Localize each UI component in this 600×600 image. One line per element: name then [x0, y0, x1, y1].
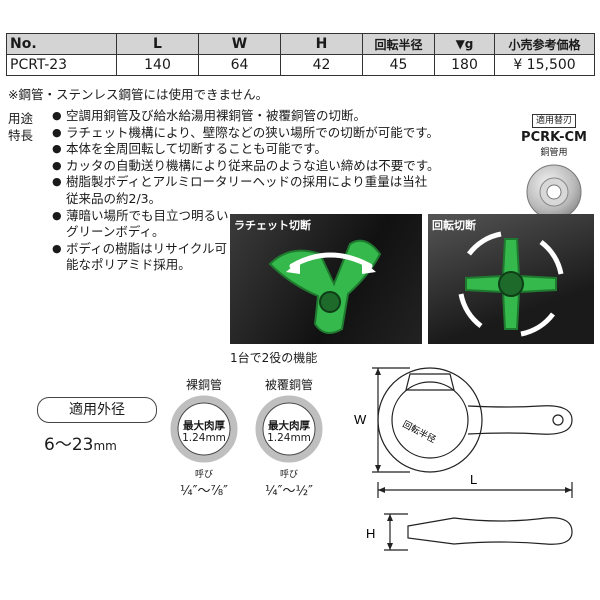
- col-radius: 回転半径: [362, 33, 435, 55]
- cell-model: PCRT-23: [6, 54, 117, 76]
- cell-l: 140: [116, 54, 199, 76]
- rotary-photo-label: 回転切断: [432, 219, 476, 232]
- od-range-value: 6～23: [44, 435, 94, 455]
- list-item: ラチェット機構により、壁際などの狭い場所での切断が可能です。: [52, 125, 512, 142]
- col-weight: ▼g: [434, 33, 495, 55]
- spec-header-row: No. L W H 回転半径 ▼g 小売参考価格: [6, 33, 595, 55]
- thickness-value: 1.24mm: [182, 432, 226, 444]
- blade-model: PCRK-CM: [521, 130, 587, 145]
- spec-table: No. L W H 回転半径 ▼g 小売参考価格 PCRT-23 140 64 …: [6, 33, 595, 76]
- thickness-value: 1.24mm: [267, 432, 311, 444]
- rotary-cutter-illustration: [458, 231, 564, 337]
- cell-radius: 45: [362, 54, 435, 76]
- col-l: L: [116, 33, 199, 55]
- pipe-ring-icon: [255, 395, 323, 463]
- cell-price: ¥ 15,500: [494, 54, 595, 76]
- spec-data-row: PCRT-23 140 64 42 45 180 ¥ 15,500: [6, 54, 595, 76]
- cell-weight: 180: [434, 54, 495, 76]
- col-h: H: [280, 33, 363, 55]
- thickness-label: 最大肉厚: [268, 420, 310, 432]
- call-label: 呼び: [279, 470, 298, 480]
- features-label: 特長: [8, 128, 34, 143]
- list-item: 本体を全周回転して切断することも可能です。: [52, 141, 512, 158]
- replacement-blade: 適用替刃 PCRK-CM 銅管用: [514, 108, 594, 226]
- blade-tag: 適用替刃: [531, 114, 576, 128]
- list-item: 薄暗い場所でも目立つ明るいグリーンボディ。: [52, 208, 231, 241]
- col-w: W: [198, 33, 281, 55]
- list-item: ボディの樹脂はリサイクル可能なポリアミド採用。: [52, 241, 231, 274]
- cell-h: 42: [280, 54, 363, 76]
- pipe-ring: 最大肉厚 1.24mm: [170, 395, 238, 463]
- thickness-label: 最大肉厚: [183, 420, 225, 432]
- pipe-head: 裸銅管: [185, 378, 222, 392]
- call-label: 呼び: [194, 470, 213, 480]
- blade-sub: 銅管用: [540, 148, 568, 158]
- size-range: ¼″～½″: [265, 484, 313, 499]
- size-range: ¼″～⅞″: [180, 484, 228, 499]
- warning-note: ※鋼管・ステンレス鋼管には使用できません。: [8, 87, 269, 102]
- list-item: 樹脂製ボディとアルミロータリーヘッドの採用により重量は当社従来品の約2/3。: [52, 174, 436, 207]
- col-price: 小売参考価格: [494, 33, 595, 55]
- ratchet-cutting-photo: ラチェット切断: [230, 214, 422, 344]
- dim-l-label: L: [470, 472, 477, 487]
- use-label: 用途: [8, 111, 34, 126]
- od-range-unit: mm: [93, 439, 117, 453]
- list-item: 空調用銅管及び給水給湯用裸銅管・被覆銅管の切断。: [52, 108, 512, 125]
- dim-w-label: W: [354, 412, 367, 427]
- photo-caption: 1台で2役の機能: [230, 351, 318, 365]
- blade-disc-icon: [526, 164, 582, 220]
- ratchet-cutter-illustration: [268, 239, 382, 334]
- list-item: カッタの自動送り機構により従来品のような追い締めは不要です。: [52, 158, 512, 175]
- feature-list: 空調用銅管及び給水給湯用裸銅管・被覆銅管の切断。 ラチェット機構により、壁際など…: [52, 108, 512, 274]
- bare-copper-spec: 裸銅管 最大肉厚 1.24mm 呼び ¼″～⅞″: [168, 376, 240, 499]
- outer-diameter-label: 適用外径: [37, 397, 157, 423]
- pipe-ring: 最大肉厚 1.24mm: [255, 395, 323, 463]
- coated-copper-spec: 被覆銅管 最大肉厚 1.24mm 呼び ¼″～½″: [253, 376, 325, 499]
- ratchet-photo-label: ラチェット切断: [234, 219, 311, 232]
- col-no: No.: [6, 33, 117, 55]
- dimension-drawing: W L H 回転半径: [354, 367, 573, 551]
- outer-diameter-range: 6～23mm: [44, 430, 117, 455]
- cell-w: 64: [198, 54, 281, 76]
- pipe-ring-icon: [170, 395, 238, 463]
- dim-radius-label: 回転半径: [401, 418, 438, 445]
- pipe-head: 被覆銅管: [264, 378, 313, 392]
- dim-h-label: H: [366, 526, 375, 541]
- rotary-cutting-photo: 回転切断: [428, 214, 594, 344]
